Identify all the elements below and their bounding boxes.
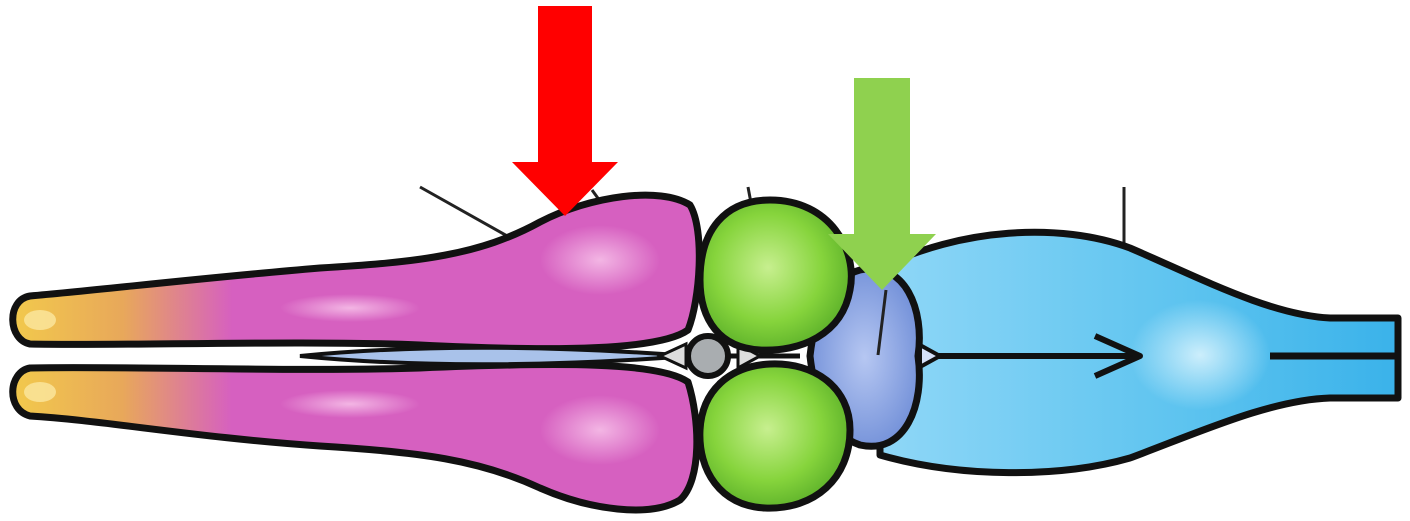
medulla-region xyxy=(880,232,1398,472)
optic-tectum-lower xyxy=(700,364,850,508)
red-arrow-shaft xyxy=(538,6,592,164)
red-arrow xyxy=(512,6,618,216)
telencephalon-upper xyxy=(13,195,700,349)
pineal-region xyxy=(688,336,728,376)
midline-notch-left xyxy=(660,344,686,368)
green-arrow-shaft xyxy=(854,78,910,236)
telencephalon-lower xyxy=(13,365,697,510)
midline-ventricle xyxy=(300,348,690,365)
optic-tectum-upper xyxy=(700,200,851,350)
